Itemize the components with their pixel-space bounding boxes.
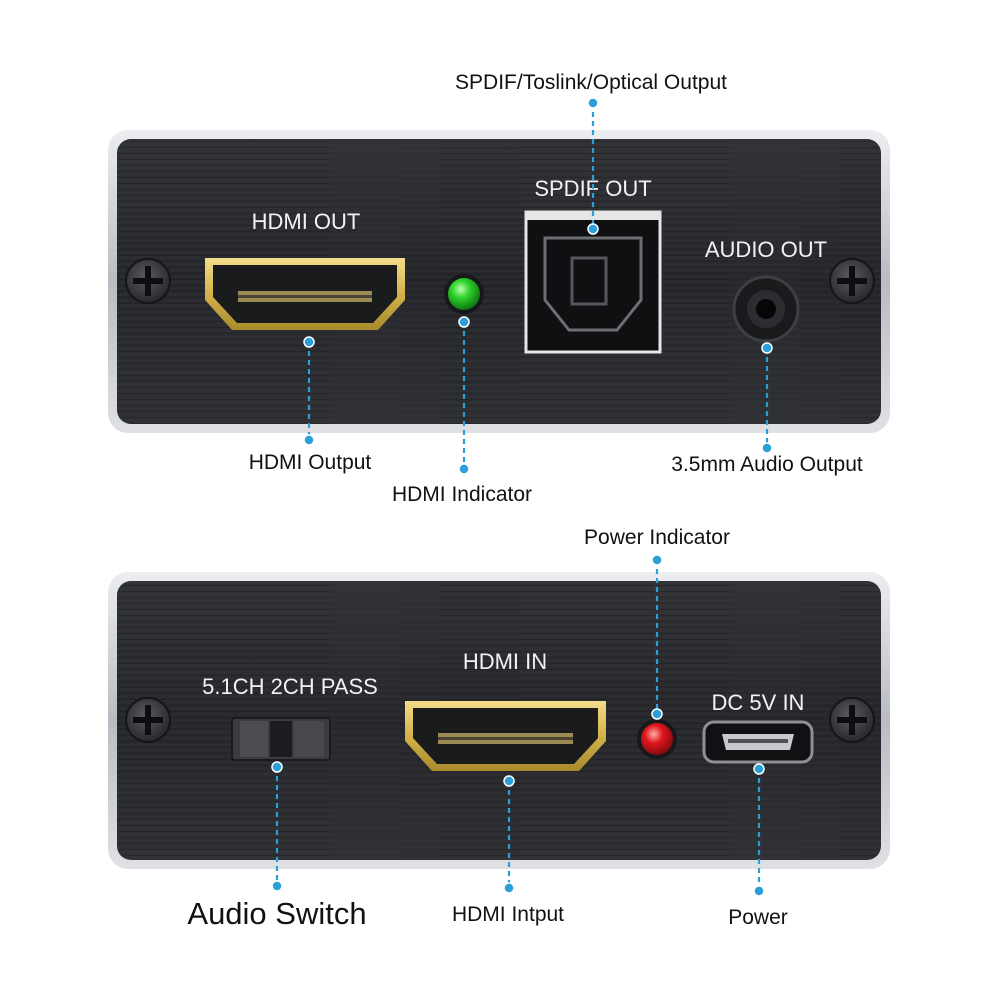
dc-in-label: DC 5V IN [712, 690, 805, 715]
switch-label: 5.1CH 2CH PASS [202, 674, 378, 699]
callout-power-indicator: Power Indicator [584, 526, 730, 549]
switch-knob[interactable] [270, 721, 292, 757]
callout-dot [303, 336, 315, 348]
dc-in-port[interactable] [702, 720, 814, 764]
callout-spdif-output: SPDIF/Toslink/Optical Output [455, 71, 727, 94]
callout-dot [753, 763, 765, 775]
callout-dot [651, 708, 663, 720]
hdmi-out-port[interactable] [205, 258, 405, 330]
screw-icon [125, 697, 171, 743]
callout-hdmi-input: HDMI Intput [451, 903, 565, 926]
callout-dot [761, 442, 773, 454]
callout-dot [271, 761, 283, 773]
screw-icon [829, 697, 875, 743]
audio-out-jack[interactable] [732, 275, 800, 343]
spdif-out-port[interactable] [524, 210, 662, 354]
callout-dot [303, 434, 315, 446]
screw-icon [125, 258, 171, 304]
callout-dot [587, 223, 599, 235]
callout-dot [503, 882, 515, 894]
callout-dot [271, 880, 283, 892]
power-indicator-led [637, 719, 677, 759]
top-panel: HDMI OUT SPDIF OUT AUDIO OUT [108, 130, 890, 433]
hdmi-in-port[interactable] [405, 701, 606, 771]
callout-hdmi-output: HDMI Output [248, 451, 372, 474]
screw-icon [829, 258, 875, 304]
callout-dot [503, 775, 515, 787]
hdmi-indicator-led [444, 274, 484, 314]
callout-power: Power [728, 906, 788, 929]
audio-switch[interactable] [231, 717, 331, 761]
callout-dot [458, 316, 470, 328]
callout-audio-switch: Audio Switch [187, 896, 367, 931]
audio-out-label: AUDIO OUT [705, 237, 827, 262]
hdmi-in-label: HDMI IN [463, 649, 547, 674]
callout-hdmi-indicator: HDMI Indicator [391, 483, 533, 506]
callout-dot [458, 463, 470, 475]
callout-dot [651, 554, 663, 566]
callout-audio-output: 3.5mm Audio Output [671, 453, 863, 476]
callout-dot [761, 342, 773, 354]
callout-dot [753, 885, 765, 897]
callout-dot [587, 97, 599, 109]
bottom-panel: 5.1CH 2CH PASS HDMI IN DC 5V IN [108, 572, 890, 869]
hdmi-out-label: HDMI OUT [252, 209, 361, 234]
